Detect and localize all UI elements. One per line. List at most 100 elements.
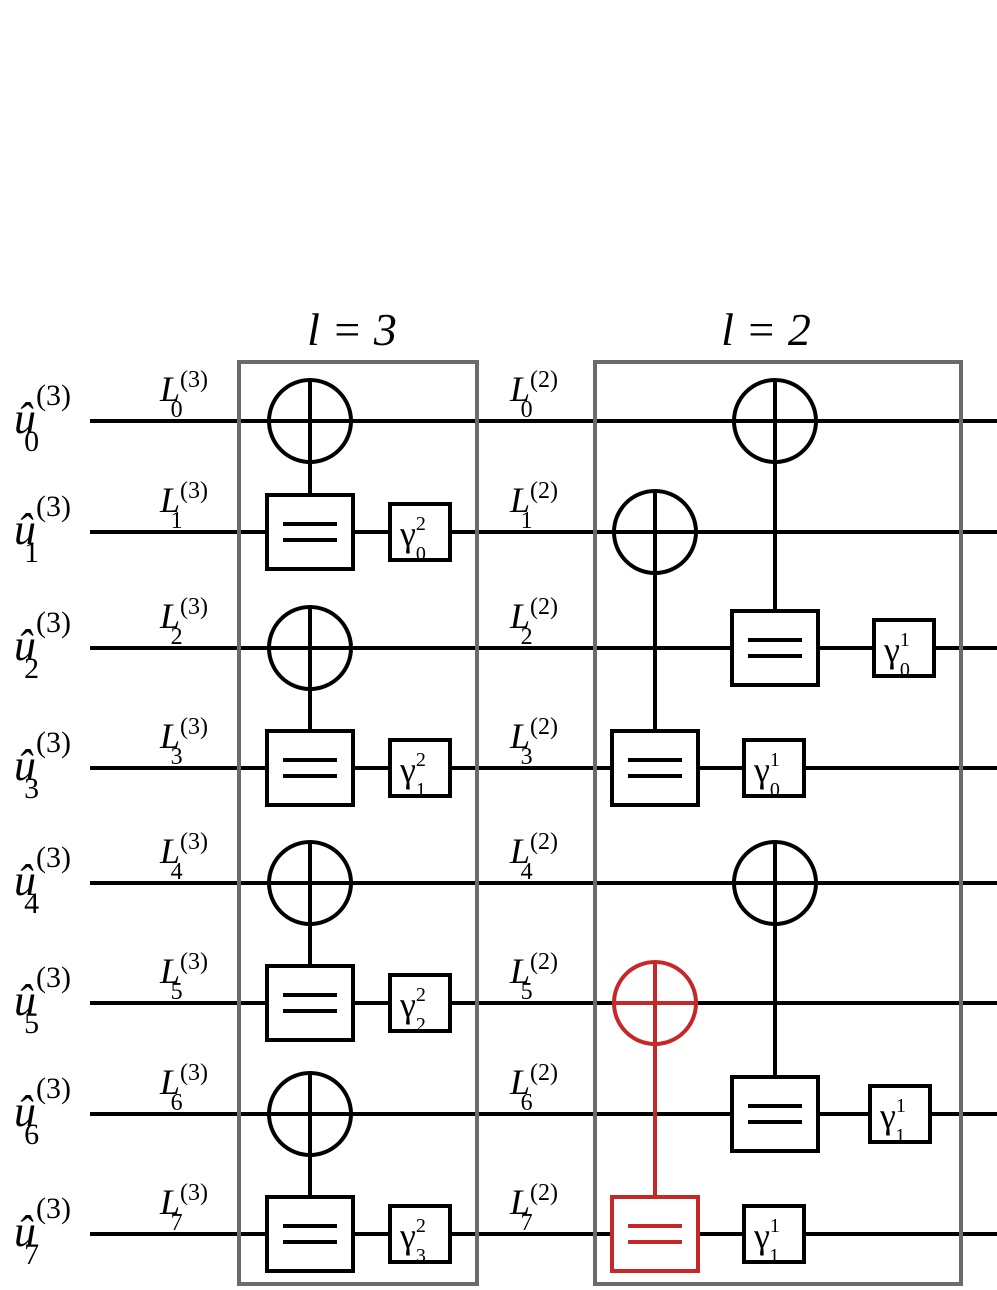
wire-label-2-sup: (3) (36, 606, 71, 639)
equality-gate-icon (265, 493, 355, 571)
gamma-sup: 1 (770, 749, 780, 771)
layer-title-1: l = 2 (721, 304, 811, 355)
layer-0-input-label-6-base: L (159, 1062, 180, 1102)
equality-gate-icon (265, 729, 355, 807)
layer-1-input-label-5: L(2)5 (509, 949, 558, 1005)
layer-0-input-label-2: L(3)2 (159, 594, 208, 650)
gamma-sub: 0 (900, 659, 910, 681)
layer-1-input-label-4: L(2)4 (509, 829, 558, 885)
gamma-box-frame (742, 1204, 806, 1264)
layer-0-input-label-7-sub: 7 (171, 1210, 183, 1236)
layer-0-input-label-6: L(3)6 (159, 1060, 208, 1116)
layer-0-input-label-5: L(3) 5 (159, 949, 208, 1005)
equality-gate-icon (730, 1075, 820, 1153)
layer-1-input-label-6-sub: 6 (521, 1090, 533, 1116)
layer-0-gamma-box-3: γ2 3 (388, 1204, 452, 1267)
layer-1-gate-1 (730, 378, 820, 687)
gamma-base: γ (399, 514, 416, 554)
xor-gate-icon (267, 1071, 353, 1157)
gamma-sup: 1 (900, 629, 910, 651)
layer-0-input-label-5-sup: (3) (180, 949, 208, 975)
wire-label-2: û(3)2 (14, 606, 71, 685)
layer-1-input-label-2-sub: 2 (521, 624, 533, 650)
wire-label-5: û(3)5 (14, 961, 71, 1040)
layer-1-input-label-2: L(2)2 (509, 594, 558, 650)
xor-gate-icon (267, 840, 353, 926)
layer-0-input-label-3-base: L (159, 716, 180, 756)
equality-gate-icon (265, 1195, 355, 1273)
gamma-box-frame (388, 973, 452, 1033)
layer-1-input-label-6-base: L (509, 1062, 530, 1102)
gamma-sup: 2 (416, 1215, 426, 1237)
layer-1-input-label-3-sup: (2) (530, 714, 558, 740)
gamma-base: γ (753, 750, 770, 790)
gamma-sub: 1 (895, 1125, 905, 1147)
layer-1-input-label-0: L(2)0 (509, 367, 558, 423)
layer-0-input-label-0-sup: (3) (180, 367, 208, 393)
layer-1-input-label-6: L(2) 6 (509, 1060, 558, 1116)
layer-title-0: l = 3 (307, 304, 397, 355)
layer-0-input-label-1: L(3)1 (159, 478, 208, 534)
layer-1-input-label-7-sup: (2) (530, 1180, 558, 1206)
gamma-sup: 2 (416, 513, 426, 535)
layer-1-input-label-1-sup: (2) (530, 478, 558, 504)
wire-label-5-sup: (3) (36, 961, 71, 994)
gamma-base: γ (399, 750, 416, 790)
layer-1-input-label-1-base: L (509, 480, 530, 520)
wire-label-1-base: û (14, 505, 36, 554)
gamma-sup: 2 (416, 749, 426, 771)
layer-1-input-label-1-sub: 1 (521, 508, 533, 534)
layer-frame-0 (237, 360, 479, 1286)
layer-0-gamma-box-0: γ2 0 (388, 502, 452, 565)
layer-1-gate-2-highlighted (610, 960, 700, 1273)
layer-frames (237, 360, 963, 1286)
equality-gate-icon (730, 609, 820, 687)
layer-1-input-label-5-base: L (509, 951, 530, 991)
layer-0-input-label-3-sup: (3) (180, 714, 208, 740)
gamma-box-frame (388, 1204, 452, 1264)
gamma-sub: 1 (769, 1245, 779, 1267)
layer-1-input-label-5-sup: (2) (530, 949, 558, 975)
layer-0-input-label-2-sup: (3) (180, 594, 208, 620)
wire-label-4-base: û (14, 856, 36, 905)
gamma-base: γ (883, 630, 900, 670)
layer-0-input-label-5-base: L (159, 951, 180, 991)
xor-gate-icon (267, 605, 353, 691)
layer-0-input-label-1-base: L (159, 480, 180, 520)
layer-0-input-label-5-sub: 5 (171, 979, 183, 1005)
gamma-sup: 1 (770, 1215, 779, 1237)
layer-0-input-label-1-sup: (3) (180, 478, 208, 504)
layer-0-input-label-7: L(3)7 (159, 1180, 208, 1236)
equality-gate-icon (265, 964, 355, 1042)
layer-1-input-label-4-sub: 4 (521, 859, 533, 885)
layer-1-input-label-6-sup: (2) (530, 1060, 558, 1086)
layer-0-input-label-4-sup: (3) (180, 829, 208, 855)
gamma-base: γ (399, 1216, 416, 1256)
gamma-box-frame (388, 738, 452, 798)
layer-0-input-label-4-base: L (159, 831, 180, 871)
gamma-sub: 3 (416, 1245, 426, 1267)
wire-label-0: û(3)0 (14, 379, 71, 458)
wire-label-2-base: û (14, 621, 36, 670)
wire-label-6: û(3)6 (14, 1072, 71, 1151)
layer-0-input-label-2-base: L (159, 596, 180, 636)
wire-label-6-sup: (3) (36, 1072, 71, 1105)
gamma-base: γ (879, 1096, 896, 1136)
layer-0-gate-0 (265, 378, 355, 571)
layer-1-input-label-3: L(2)3 (509, 714, 558, 770)
layer-1-gate-3 (730, 840, 820, 1153)
labels: û(3)0û(3)1û(3)2û(3)3û(3)4û(3)5û(3)6û(3)7… (14, 304, 811, 1271)
layer-0-gate-1 (265, 605, 355, 807)
layer-0-gate-2 (265, 840, 355, 1042)
layer-0-input-label-7-sup: (3) (180, 1180, 208, 1206)
wire-label-7-sub: 7 (24, 1238, 39, 1271)
gamma-sub: 0 (416, 543, 426, 565)
wire-label-1: û(3)1 (14, 490, 71, 569)
